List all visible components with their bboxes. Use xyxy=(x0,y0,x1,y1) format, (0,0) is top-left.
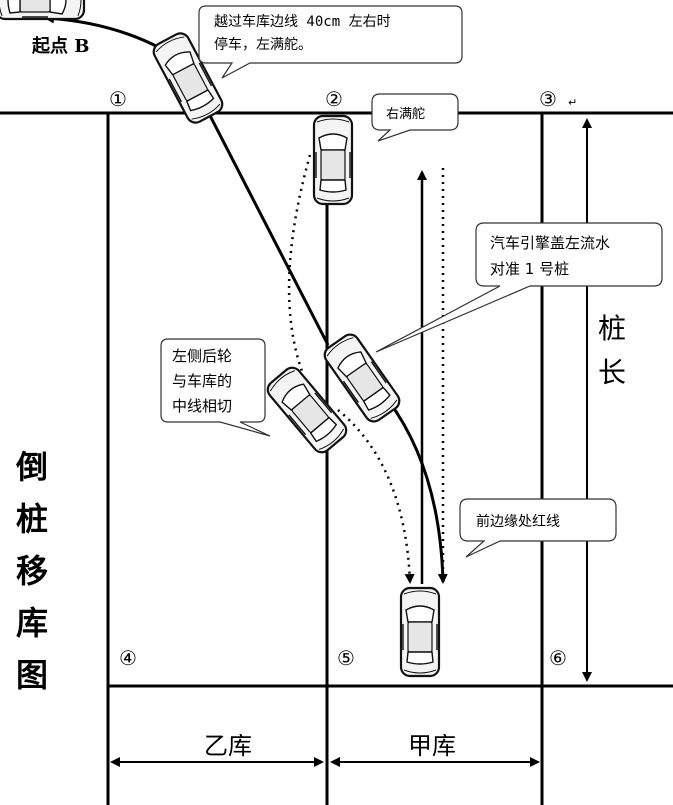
svg-text:与车库的: 与车库的 xyxy=(172,372,232,390)
svg-text:越过车库边线 40cm 左右时: 越过车库边线 40cm 左右时 xyxy=(214,13,391,30)
pile-marker-6: ⑥ xyxy=(549,646,567,670)
callout-front-red: 前边缘处红线 xyxy=(459,498,617,558)
parking-lines xyxy=(0,111,673,805)
pile-marker-1: ① xyxy=(109,87,127,111)
pile-marker-5: ⑤ xyxy=(337,646,355,670)
svg-text:左侧后轮: 左侧后轮 xyxy=(172,347,232,365)
garage-a-label: 甲库 xyxy=(408,732,456,760)
svg-text:库: 库 xyxy=(16,604,48,642)
car-offscreen xyxy=(0,0,86,21)
callout-right-full: 右满舵 xyxy=(371,93,459,142)
diagonal-path xyxy=(200,99,330,346)
svg-text:图: 图 xyxy=(16,656,48,694)
car-tilted xyxy=(263,362,351,458)
garage-b-label: 乙库 xyxy=(204,732,252,760)
car-top xyxy=(312,114,354,206)
svg-text:对准 1 号桩: 对准 1 号桩 xyxy=(490,260,569,278)
svg-text:倒: 倒 xyxy=(15,448,48,486)
svg-text:前边缘处红线: 前边缘处红线 xyxy=(476,513,560,530)
pile-marker-4: ④ xyxy=(119,646,137,670)
car-bottom xyxy=(399,586,441,678)
svg-text:右满舵: 右满舵 xyxy=(386,107,425,122)
callout-rear-wheel: 左侧后轮 与车库的 中线相切 xyxy=(160,338,271,437)
svg-text:桩: 桩 xyxy=(16,500,48,538)
reverse-curve-dotted xyxy=(337,409,415,584)
pile-length-label: 桩 长 xyxy=(598,312,626,389)
svg-text:汽车引擎盖左流水: 汽车引擎盖左流水 xyxy=(490,234,610,252)
pile-marker-3: ③ xyxy=(539,87,557,111)
svg-text:桩: 桩 xyxy=(598,312,626,345)
diagram-title: 倒 桩 移 库 图 xyxy=(15,448,48,694)
start-label: 起点 B xyxy=(31,35,89,57)
callout-hood-align: 汽车引擎盖左流水 对准 1 号桩 xyxy=(375,222,663,353)
svg-text:移: 移 xyxy=(16,552,48,590)
svg-text:中线相切: 中线相切 xyxy=(172,397,232,415)
reverse-curve-solid xyxy=(386,399,448,584)
svg-text:长: 长 xyxy=(598,356,626,389)
return-mark: ↵ xyxy=(568,96,577,109)
pile-markers: ① ② ③ ↵ ④ ⑤ ⑥ xyxy=(109,87,577,670)
pile-marker-2: ② xyxy=(325,87,343,111)
callout-cross-line: 越过车库边线 40cm 左右时 停车，左满舵。 xyxy=(198,5,463,79)
svg-text:停车，左满舵。: 停车，左满舵。 xyxy=(214,36,312,53)
dotted-left-curve xyxy=(287,154,312,375)
